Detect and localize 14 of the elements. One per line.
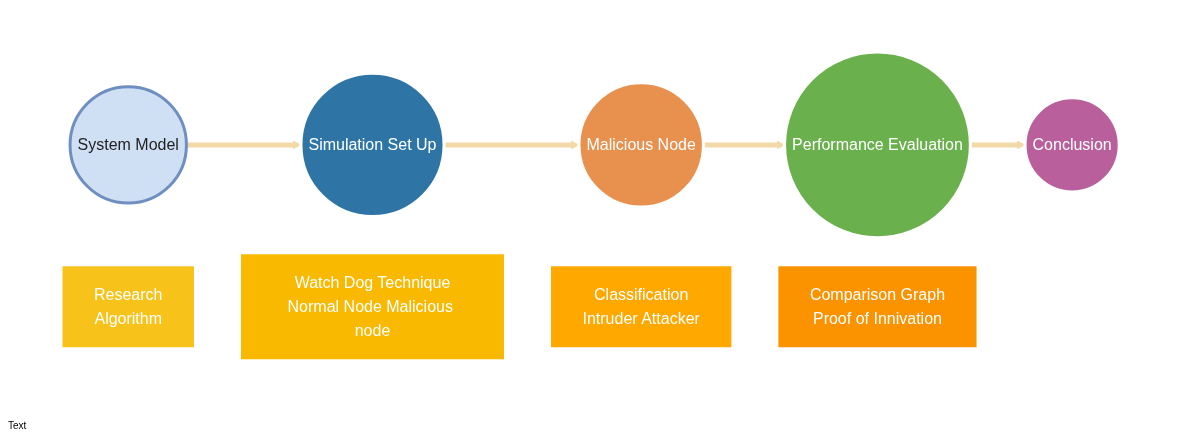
node-circle: Conclusion: [1023, 96, 1121, 194]
node-circle: System Model: [68, 85, 188, 205]
arrow: [443, 140, 580, 150]
node-circle: Performance Evaluation: [782, 50, 972, 240]
node-circle: Simulation Set Up: [299, 71, 446, 218]
arrow: [186, 140, 302, 150]
arrow: [703, 140, 785, 150]
node-box: Research Algorithm: [62, 266, 194, 348]
node-box: Watch Dog Technique Normal Node Malicious node: [240, 254, 504, 360]
node-circle: Malicious Node: [577, 81, 705, 209]
node-box: Classification Intruder Attacker: [550, 266, 732, 348]
node-box: Comparison Graph Proof of Innivation: [778, 266, 977, 348]
note-text: Text: [8, 420, 27, 431]
arrow: [970, 140, 1026, 150]
